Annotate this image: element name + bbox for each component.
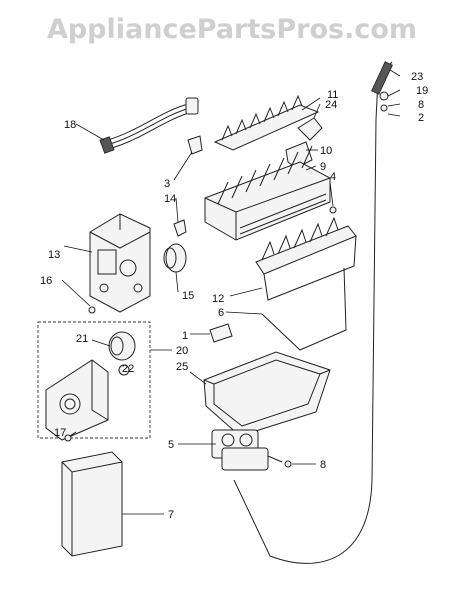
callout-21: 21	[76, 333, 88, 345]
callout-2: 2	[418, 112, 424, 124]
screw-16	[88, 306, 96, 314]
cover-1	[209, 323, 233, 343]
screw-4	[329, 206, 337, 214]
callout-4: 4	[330, 171, 336, 183]
leader-lines	[61, 69, 401, 515]
watermark-text: AppliancePartsPros.com	[47, 14, 417, 45]
callout-19: 19	[416, 85, 428, 97]
clip-14	[173, 219, 187, 237]
callout-5: 5	[168, 439, 174, 451]
callout-24: 24	[325, 99, 337, 111]
callout-6: 6	[218, 307, 224, 319]
stripper-assembly	[255, 216, 357, 301]
gear	[118, 364, 130, 376]
wire-harness	[99, 97, 199, 154]
callout-3: 3	[164, 178, 170, 190]
feeler-arm	[261, 267, 347, 351]
motor-coupling	[163, 243, 187, 273]
callout-7: 7	[168, 509, 174, 521]
motor	[108, 331, 136, 361]
screw-8-valve	[284, 460, 292, 468]
callout-11: 11	[327, 89, 338, 101]
callout-18: 18	[64, 119, 76, 131]
ice-mold	[204, 145, 331, 241]
callout-20: 20	[176, 345, 188, 357]
callout-10: 10	[320, 145, 332, 157]
callout-13: 13	[48, 249, 60, 261]
callout-8-top: 8	[418, 99, 424, 111]
module-housing	[45, 359, 109, 441]
callout-8-valve: 8	[320, 459, 326, 471]
fill-cup-part	[297, 117, 323, 141]
callout-9: 9	[320, 161, 326, 173]
ejector-blade-assembly	[213, 94, 320, 151]
control-housing	[89, 213, 151, 313]
clip-part	[187, 135, 203, 155]
callouts: 23 19 8 2 11 24 10 9 4 18 3 14 13 16 15 …	[40, 71, 428, 521]
callout-25: 25	[176, 361, 188, 373]
callout-12: 12	[212, 293, 224, 305]
callout-22: 22	[122, 363, 134, 375]
cover-pad	[61, 451, 123, 557]
callout-14: 14	[164, 193, 176, 205]
ice-bin	[203, 351, 331, 437]
fill-tube	[233, 61, 393, 564]
callout-15: 15	[182, 290, 194, 302]
callout-17: 17	[54, 427, 66, 439]
water-valve	[211, 429, 283, 471]
screw-17	[64, 434, 72, 442]
callout-16: 16	[40, 275, 52, 287]
callout-1: 1	[182, 330, 188, 342]
module-group-box	[37, 321, 151, 439]
callout-23: 23	[411, 71, 423, 83]
